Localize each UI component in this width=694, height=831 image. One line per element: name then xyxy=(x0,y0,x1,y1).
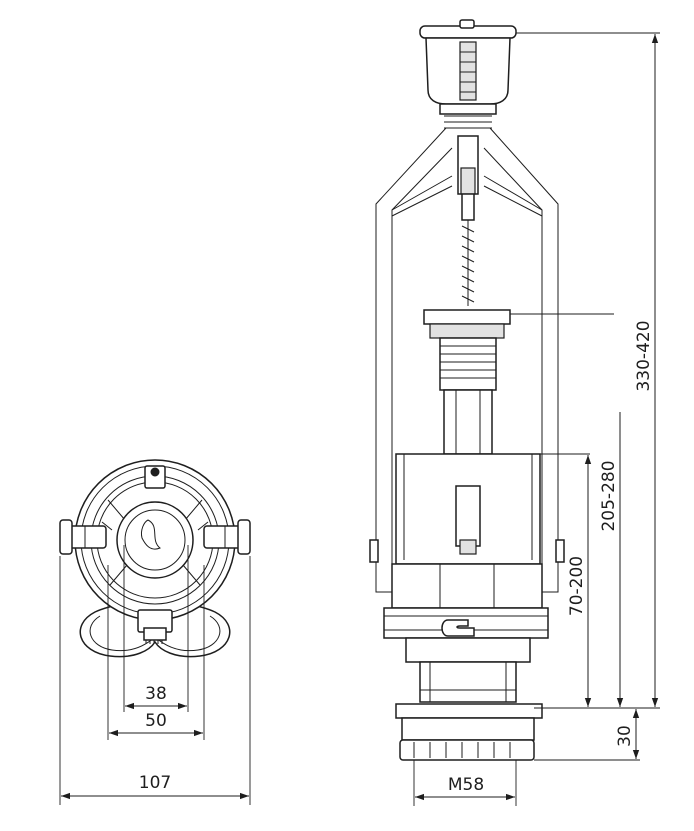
lower-body xyxy=(391,563,543,609)
top-view: 38 50 107 xyxy=(59,459,251,805)
bellows-ribs xyxy=(440,345,496,379)
top-clip-dot xyxy=(150,467,160,477)
center-mark xyxy=(141,519,161,550)
frame-arms xyxy=(101,499,209,586)
left-lug-tip xyxy=(59,519,73,555)
flange-top xyxy=(423,309,511,325)
dim-thread-label: M58 xyxy=(448,775,484,795)
top-clip xyxy=(144,465,166,489)
push-button-stem-lines xyxy=(460,51,476,93)
push-button-nub xyxy=(459,19,475,29)
outlet-upper xyxy=(405,637,531,663)
flange-bottom xyxy=(429,323,505,339)
frame-outer xyxy=(375,127,559,593)
dim-float-label: 70-200 xyxy=(567,556,587,616)
nut-bottom xyxy=(399,739,535,761)
outlet-window xyxy=(419,661,517,703)
right-frame-clip xyxy=(555,539,565,563)
column xyxy=(443,389,493,455)
right-lug-tip xyxy=(237,519,251,555)
neck-spring xyxy=(444,115,492,129)
left-frame-clip xyxy=(369,539,379,563)
dim-107-label: 107 xyxy=(139,773,171,793)
frame-cross xyxy=(391,175,543,217)
push-button-stem xyxy=(459,41,477,101)
bottom-clip-teeth xyxy=(145,640,163,644)
column-lines xyxy=(455,390,481,454)
seal-logo xyxy=(441,619,475,637)
center-cap xyxy=(124,509,186,571)
bottom-clip-detail xyxy=(143,627,167,641)
outlet-window-lines xyxy=(420,662,516,702)
dim-overflow-label: 205-280 xyxy=(599,460,619,531)
rod-clip xyxy=(460,167,476,195)
side-view: 330-420 205-280 70-200 30 M58 xyxy=(369,19,660,806)
lower-body-lines xyxy=(439,564,495,608)
nut-body xyxy=(401,717,535,741)
neck-cap xyxy=(439,103,497,115)
float-indicator-tab xyxy=(459,539,477,555)
float-housing-inner xyxy=(403,454,533,560)
dim-total-label: 330-420 xyxy=(634,320,654,391)
float-indicator xyxy=(455,485,481,547)
rod-lower xyxy=(461,193,475,221)
dim-38-label: 38 xyxy=(145,684,167,704)
nut-threads xyxy=(413,742,511,758)
dim-50-label: 50 xyxy=(145,711,167,731)
nut-top xyxy=(395,703,543,719)
dim-base-label: 30 xyxy=(615,725,635,747)
bellows xyxy=(439,337,497,391)
